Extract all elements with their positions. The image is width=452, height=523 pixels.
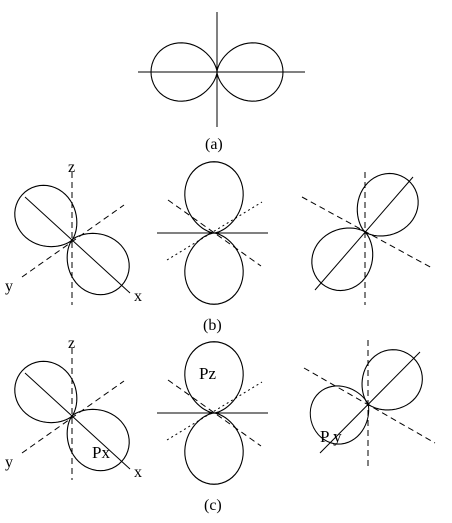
b1-lobe-upper [14,184,78,248]
b2-diagonal-1 [166,201,263,261]
b1-x-axis [24,196,131,294]
panel-b-px-orbital: z y x [5,159,142,305]
c1-y-label: y [5,454,13,471]
c3-orbital-axis [319,351,421,454]
c2-diagonal-2 [167,379,262,447]
panel-a-lobe-right [216,42,284,102]
panel-c-pz-orbital: Pz [157,341,268,485]
c2-lobe-upper [184,341,244,414]
b2-lobe-lower [184,232,244,305]
b3-lobe-lower [311,227,374,292]
c1-z-label: z [68,335,75,352]
c2-lobe-lower [184,412,244,485]
c1-lobe-lower [66,408,130,472]
c1-x-axis [24,372,131,470]
b1-y-label: y [5,278,13,295]
b1-lobe-lower [66,232,130,296]
panel-c-py-orbital: P y [303,340,436,470]
py-label: P y [320,427,342,446]
b2-diagonal-2 [167,199,262,267]
b1-x-label: x [134,288,142,305]
panel-a-caption: (a) [205,136,223,153]
panel-b-pz-orbital [157,161,268,305]
panel-a-lobe-left [150,42,218,102]
b1-z-label: z [68,159,75,176]
panel-b-caption: (b) [203,317,222,334]
panel-b-py-orbital [301,172,433,305]
pz-label: Pz [199,364,216,383]
panel-c-px-orbital: z y x Px [5,335,142,481]
panel-a: (a) [138,12,305,153]
px-label: Px [92,443,110,462]
panel-c-caption: (c) [204,497,222,514]
b3-diagonal-axis [301,196,433,269]
b2-lobe-upper [184,161,244,234]
b3-lobe-upper [356,172,419,237]
c3-lobe-lower [309,385,370,445]
c1-lobe-upper [14,360,78,424]
b3-orbital-axis [314,176,414,291]
c2-diagonal-1 [166,381,263,441]
c1-x-label: x [134,464,142,481]
